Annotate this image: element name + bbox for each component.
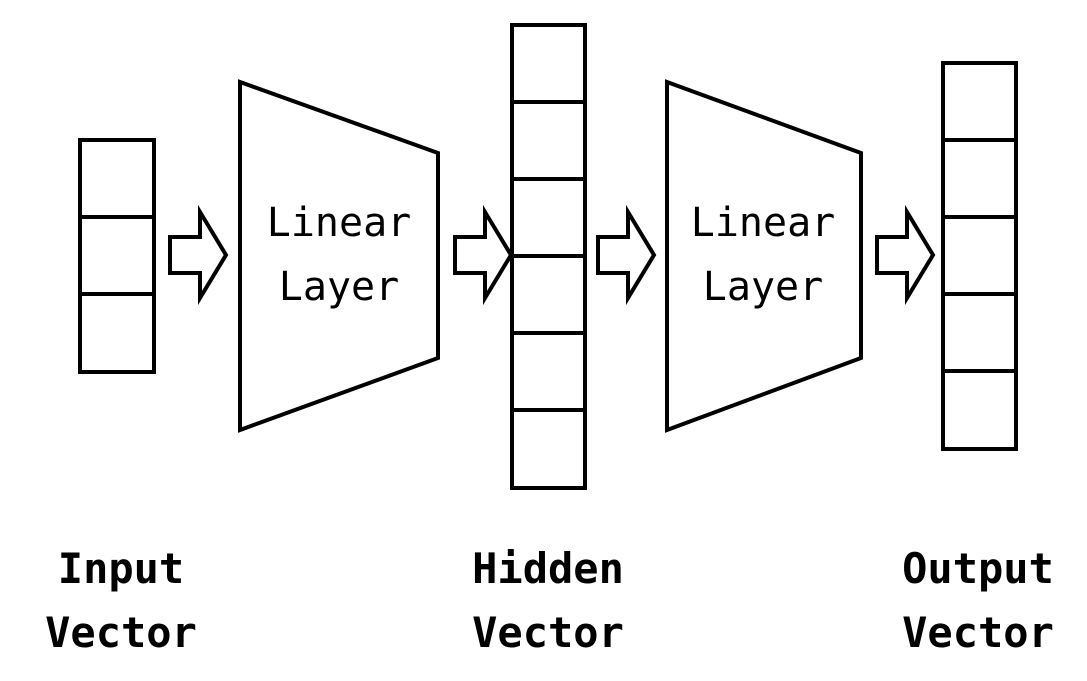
linear-layer-1: Linear Layer (238, 79, 440, 433)
input-vector (78, 138, 156, 374)
linear-layer-label-line2: Layer (279, 264, 399, 310)
input-vector-cell (78, 292, 156, 374)
linear-layer-shape (665, 79, 863, 433)
hidden-vector-cell (510, 177, 587, 258)
hidden-vector (510, 23, 587, 490)
hidden-vector-caption-line1: Hidden (472, 544, 624, 593)
output-vector-cell (941, 369, 1018, 451)
arrow-right-icon (453, 204, 514, 306)
linear-layer-label-line1: Linear (691, 200, 836, 246)
output-vector-cell (941, 138, 1018, 219)
hidden-vector-cell (510, 23, 587, 104)
input-vector-cell (78, 138, 156, 219)
hidden-vector-cell (510, 100, 587, 181)
input-vector-caption-line2: Vector (45, 608, 197, 657)
hidden-vector-cell (510, 408, 587, 490)
hidden-vector-caption-line2: Vector (472, 608, 624, 657)
input-vector-caption-line1: Input (58, 544, 184, 593)
arrow-right-icon (596, 204, 657, 306)
hidden-vector-cell (510, 254, 587, 335)
linear-layer-label-line1: Linear (267, 200, 412, 246)
arrow-right-icon (875, 204, 936, 306)
output-vector-caption-line2: Vector (902, 608, 1054, 657)
output-vector-cell (941, 215, 1018, 296)
linear-layer-label-line2: Layer (703, 264, 823, 310)
arrow-right-icon (168, 204, 229, 306)
output-vector-caption-line1: Output (902, 544, 1054, 593)
output-vector (941, 61, 1018, 451)
input-vector-cell (78, 215, 156, 296)
output-vector-cell (941, 292, 1018, 373)
hidden-vector-cell (510, 331, 587, 412)
linear-layer-2: Linear Layer (665, 79, 863, 433)
output-vector-cell (941, 61, 1018, 142)
linear-layer-shape (238, 79, 440, 433)
